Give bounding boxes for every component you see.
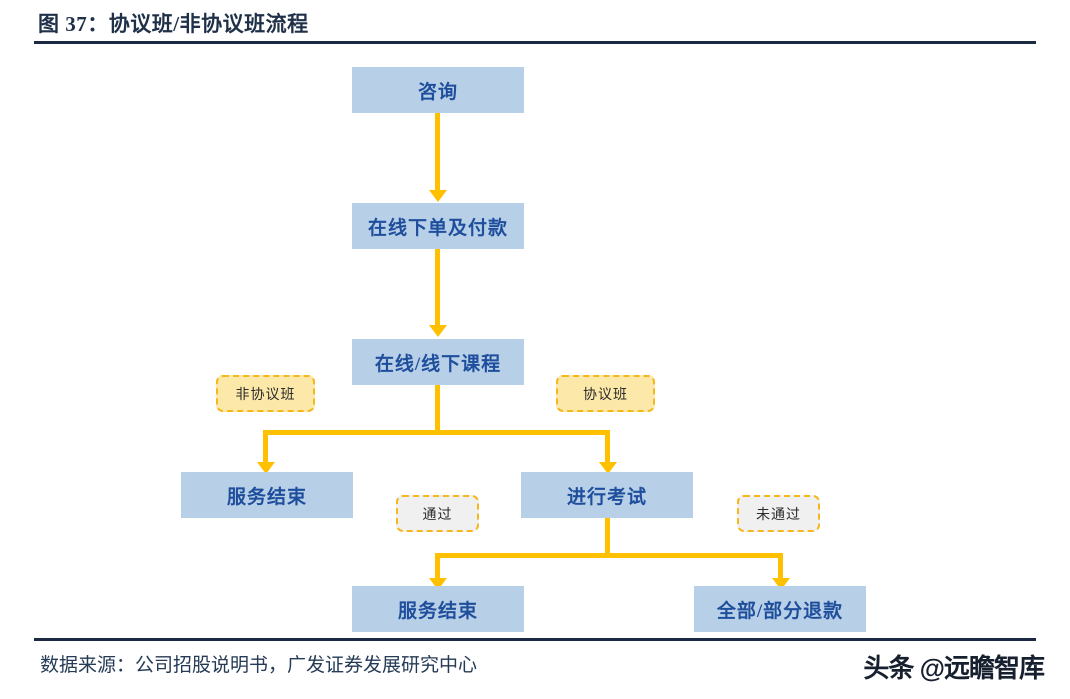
connector-exam-bus-right-drop — [778, 553, 783, 581]
tag-failed: 未通过 — [737, 495, 820, 532]
node-service-end-bottom[interactable]: 服务结束 — [352, 586, 524, 632]
node-take-exam[interactable]: 进行考试 — [521, 472, 693, 518]
arrow-consult-to-order — [429, 190, 447, 202]
node-online-offline-course[interactable]: 在线/线下课程 — [352, 339, 524, 385]
connector-course-down — [435, 385, 440, 433]
title-divider — [34, 41, 1036, 44]
tag-non-contract-class: 非协议班 — [216, 375, 315, 412]
connector-bus-left-drop — [263, 430, 268, 464]
node-online-order-payment[interactable]: 在线下单及付款 — [352, 203, 524, 249]
connector-consult-to-order — [435, 112, 440, 192]
arrow-order-to-course — [429, 325, 447, 337]
watermark: 头条 @远瞻智库 — [863, 653, 1045, 683]
source-note: 数据来源：公司招股说明书，广发证券发展研究中心 — [40, 655, 478, 676]
footer-divider — [34, 638, 1036, 641]
connector-exam-bus — [435, 553, 783, 558]
arrow-to-service-end-1 — [257, 462, 275, 474]
node-consult[interactable]: 咨询 — [352, 67, 524, 113]
arrow-to-exam — [599, 462, 617, 474]
tag-contract-class: 协议班 — [556, 375, 655, 412]
tag-passed: 通过 — [396, 495, 479, 532]
page-title: 图 37：协议班/非协议班流程 — [38, 12, 309, 36]
connector-course-bus — [263, 430, 610, 435]
node-service-end-left[interactable]: 服务结束 — [181, 472, 353, 518]
node-full-partial-refund[interactable]: 全部/部分退款 — [694, 586, 866, 632]
connector-order-to-course — [435, 249, 440, 327]
connector-exam-bus-left-drop — [435, 553, 440, 581]
connector-bus-right-drop — [605, 430, 610, 464]
connector-exam-down — [605, 517, 610, 556]
